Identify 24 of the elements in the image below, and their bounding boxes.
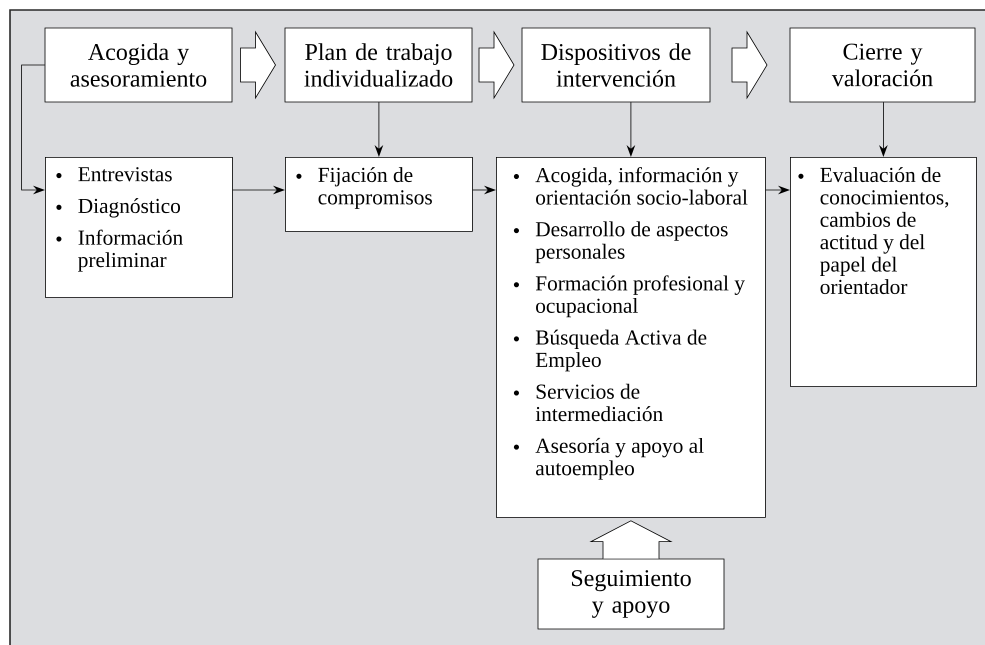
block-arrow (732, 30, 768, 100)
list-box (285, 157, 473, 232)
block-arrow (240, 30, 276, 100)
stage-box: Seguimiento y apoyo (538, 558, 724, 630)
stage-box: Cierre y valoración (790, 28, 976, 102)
list-item: Información preliminar (56, 230, 183, 272)
list-item: Acogida, información y orientación socio-laboral (514, 167, 748, 205)
block-arrow (589, 520, 673, 559)
list-item: Desarrollo de aspectos personales (514, 221, 728, 264)
list-box (45, 157, 233, 298)
list-item: Servicios de intermediación (514, 384, 663, 422)
list-item: Formación profesional y ocupacional (514, 275, 745, 318)
list-item: Asesoría y apoyo al autoempleo (514, 438, 704, 480)
list-item: Búsqueda Activa de Empleo (514, 330, 706, 372)
list-box (790, 157, 977, 387)
stage-box: Dispositivos de intervención (522, 28, 710, 102)
stage-box: Acogida y asesoramiento (44, 28, 232, 102)
list-box (496, 157, 766, 518)
list-item: Fijación de compromisos (296, 167, 432, 209)
list-item: Diagnóstico (56, 198, 180, 218)
list-item: Entrevistas (56, 167, 172, 182)
stage-box: Plan de trabajo individualizado (284, 28, 472, 102)
list-item: Evaluación de conocimientos, cambios de actitud y del papel del orientador (798, 167, 948, 294)
block-arrow (478, 30, 514, 100)
